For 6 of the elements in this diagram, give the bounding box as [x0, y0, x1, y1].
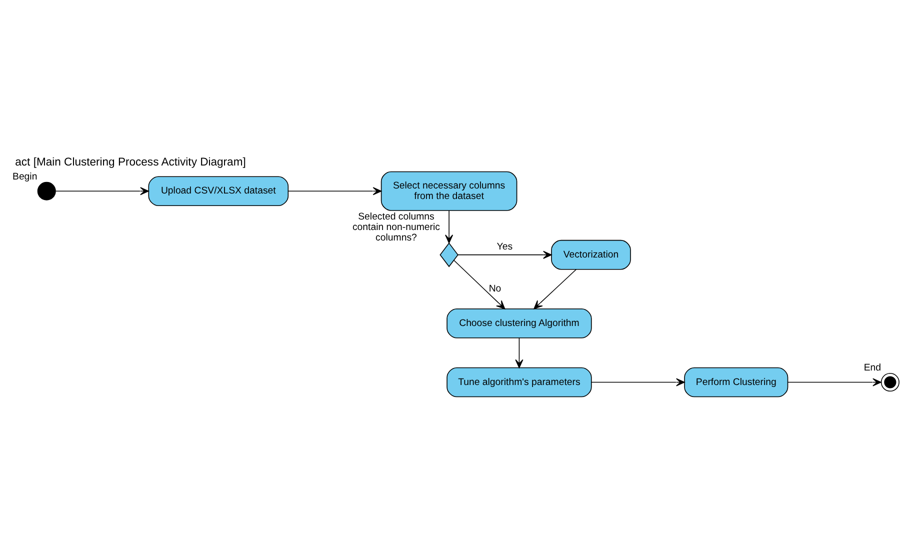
edge-label: Yes [496, 241, 513, 252]
node-label: End [864, 362, 882, 374]
node-label: Selected columns contain non-numeric columns? [352, 210, 440, 243]
edge-label: No [488, 283, 502, 294]
node-label: Begin [12, 171, 38, 182]
diagram-title: act [Main Clustering Process Activity Diagram] [15, 156, 246, 168]
